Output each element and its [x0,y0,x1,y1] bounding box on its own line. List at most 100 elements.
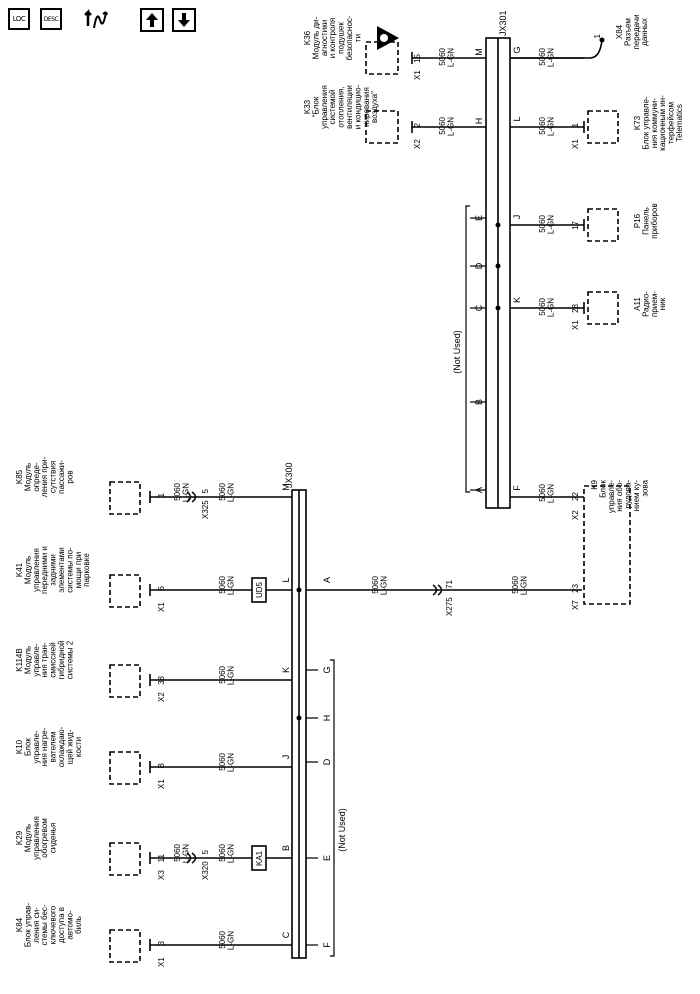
x84-pin: 1 [593,33,602,38]
loc-button[interactable]: LOC [8,8,30,30]
svg-text:задними: задними [49,554,58,586]
lower-module-box-5[interactable] [109,481,141,515]
svg-text:смиссией: смиссией [49,642,58,677]
lower-module-box-1[interactable] [109,842,141,876]
svg-text:15: 15 [413,53,422,62]
current-flow-icon[interactable] [84,6,110,32]
upper-right-box-0[interactable] [587,291,619,325]
svg-text:ления при-: ления при- [40,456,49,497]
svg-text:5060: 5060 [173,482,182,500]
lower-module-box-0[interactable] [109,929,141,963]
svg-text:кости: кости [74,737,83,757]
svg-text:X1: X1 [157,602,166,612]
arrow-down-icon [178,13,190,27]
svg-text:6: 6 [157,585,166,590]
svg-text:стемы бес-: стемы бес- [40,904,49,945]
jx300-pin-G: G [322,666,332,673]
svg-text:ния обо-: ния обо- [615,480,624,512]
lower-module-conn-1: X3 [157,870,166,880]
svg-text:Блок управ-: Блок управ- [23,903,32,948]
lower-module-conn-3: X2 [157,692,166,702]
ud5-box [251,577,267,603]
svg-text:X275: X275 [445,597,454,616]
arrow-up-button[interactable] [140,8,164,32]
svg-text:28: 28 [571,303,580,312]
svg-text:5060: 5060 [538,483,547,501]
jx300-pin-A: A [322,577,332,583]
svg-text:Разъем: Разъем [623,18,632,46]
arrow-down-button[interactable] [172,8,196,32]
upper-left-box-0[interactable] [365,110,399,144]
svg-text:управления: управления [320,85,329,129]
svg-text:агностики: агностики [320,20,329,56]
svg-text:L-GN: L-GN [546,484,555,503]
svg-text:L-GN: L-GN [181,844,190,863]
upper-right-box-2[interactable] [587,110,619,144]
svg-text:доступа в: доступа в [57,907,66,943]
jx300-pin-J: J [281,755,291,760]
svg-text:управле-: управле- [32,730,41,763]
upper-right-box-1[interactable] [587,208,619,242]
svg-text:пассажи-: пассажи- [57,460,66,494]
svg-text:5060: 5060 [173,843,182,861]
lower-module-conn-2: X1 [157,779,166,789]
svg-text:Модуль: Модуль [23,556,32,584]
svg-text:5060: 5060 [438,47,447,65]
upper-left-conn-0: X2 [413,139,422,149]
k9-box[interactable] [583,485,631,605]
svg-text:5060: 5060 [438,116,447,134]
svg-text:X2: X2 [413,139,422,149]
lower-module-box-3[interactable] [109,664,141,698]
upper-right-pin-0: 28 [571,303,580,312]
svg-text:5: 5 [201,488,210,493]
ud5-label: UD5 [255,581,264,598]
svg-text:L-GN: L-GN [519,576,528,595]
svg-text:L-GN: L-GN [546,215,555,234]
lower-module-pin-5: 1 [157,492,166,497]
x275-label: X275 [445,597,454,616]
ka1-box [251,845,267,871]
jx300-pin-D: D [322,758,332,765]
svg-text:L-GN: L-GN [446,117,455,136]
svg-text:X1: X1 [571,139,580,149]
x275-pin: 71 [445,579,454,588]
svg-text:приборов: приборов [650,203,659,238]
lower-module-box-2[interactable] [109,751,141,785]
svg-text:5060: 5060 [371,575,380,593]
svg-text:автомо-: автомо- [65,910,74,939]
svg-text:K33: K33 [303,99,312,114]
svg-text:данных: данных [640,18,649,46]
lower-module-conn-0: X1 [157,957,166,967]
loc-label: LOC [12,15,26,23]
svg-text:системы по-: системы по- [65,547,74,593]
svg-text:L-GN: L-GN [546,298,555,317]
k9-conn-a: X7 [571,600,580,610]
svg-text:KA1: KA1 [255,850,264,866]
lower-module-box-4[interactable] [109,574,141,608]
airbag-warning-icon [377,26,399,50]
inline-conn-5: X325 [201,500,210,519]
svg-text:опреде-: опреде- [32,462,41,492]
upper-left-pin-1: 15 [413,53,422,62]
svg-text:1: 1 [593,33,602,38]
svg-text:(Not Used): (Not Used) [452,330,462,374]
desc-button[interactable]: DESC [40,8,62,30]
svg-text:L-GN: L-GN [446,48,455,67]
